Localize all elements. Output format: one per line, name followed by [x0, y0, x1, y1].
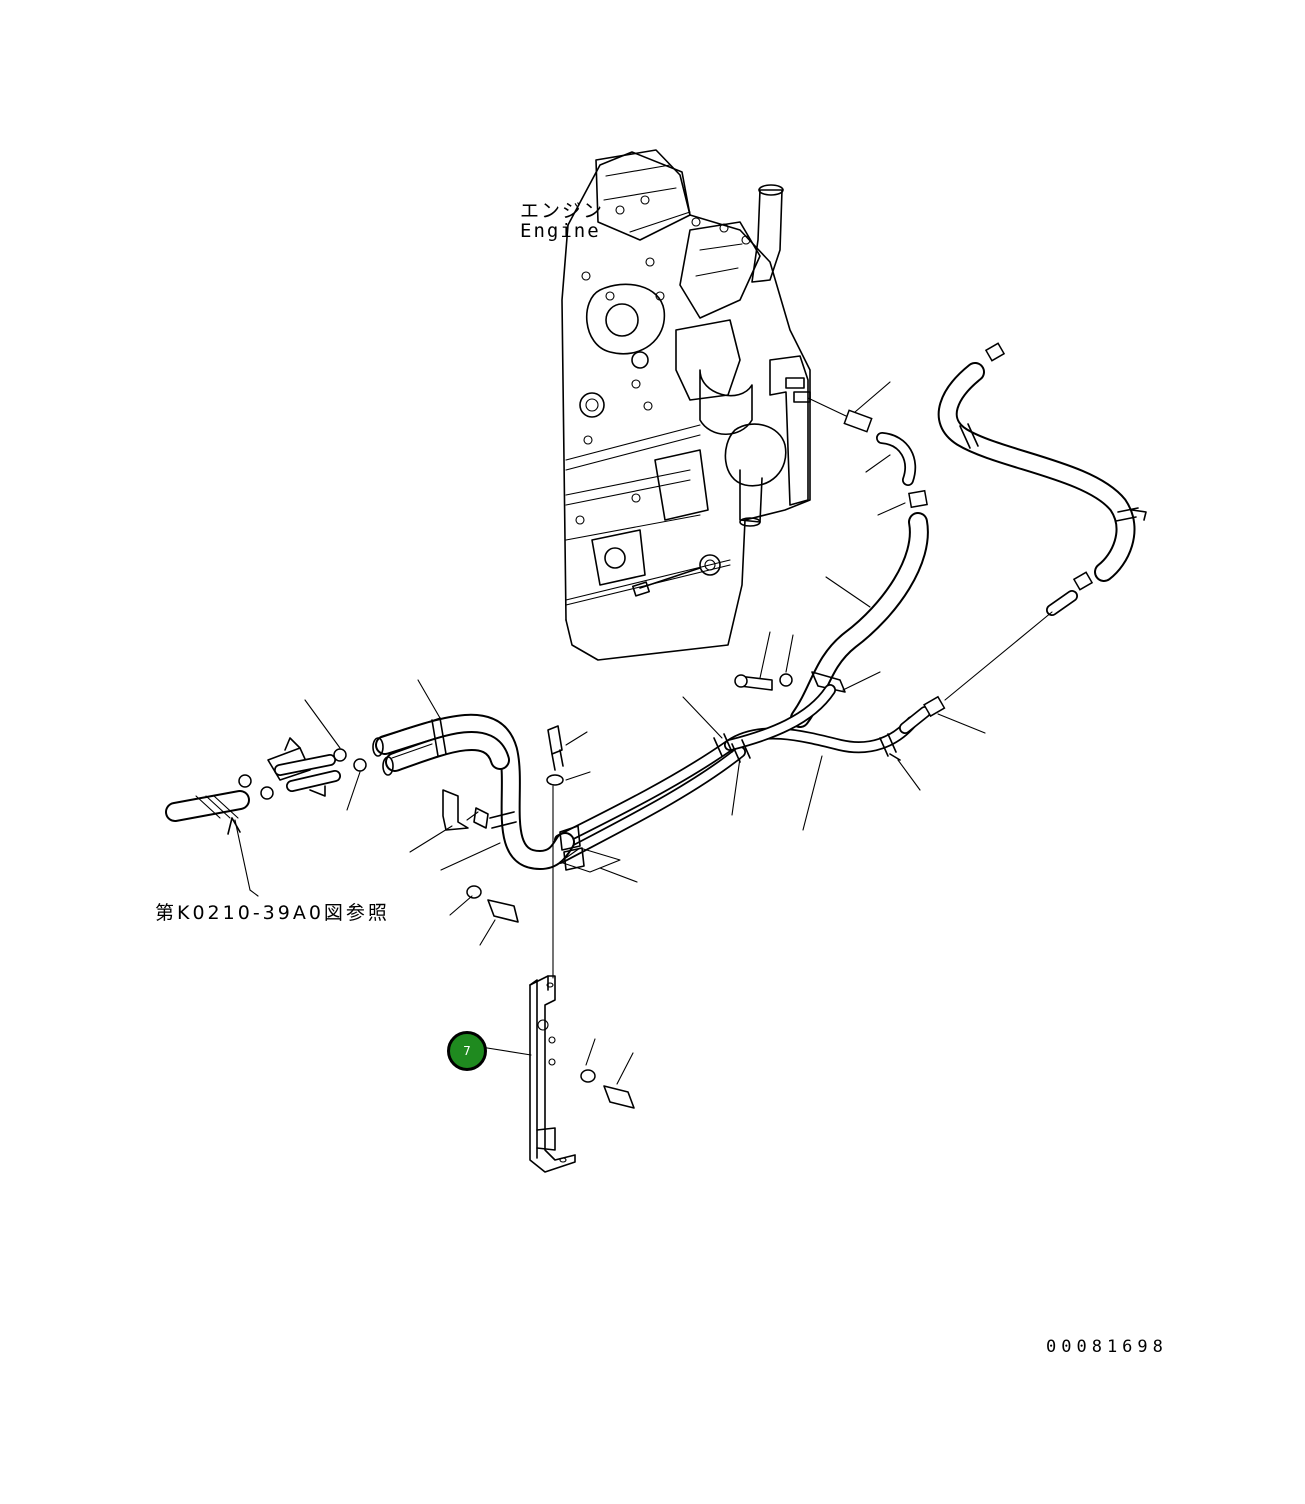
left-u-hose [372, 713, 621, 873]
callout-item-7[interactable]: 7 [447, 1031, 487, 1071]
left-small-parts [165, 737, 489, 897]
return-hose [937, 342, 1147, 701]
engine-label-japanese: エンジン [520, 200, 605, 222]
middle-hose [734, 397, 929, 728]
engine-label-english: Engine [520, 220, 601, 242]
reference-note: 第K0210-39A0図参照 [155, 902, 390, 924]
fasteners [466, 725, 635, 1109]
drawing-number: 00081698 [1046, 1337, 1168, 1357]
leader-lines [304, 381, 986, 1085]
bracket-icon [529, 975, 576, 1173]
engine-block-icon [561, 149, 811, 661]
main-pipe-run [554, 684, 946, 864]
